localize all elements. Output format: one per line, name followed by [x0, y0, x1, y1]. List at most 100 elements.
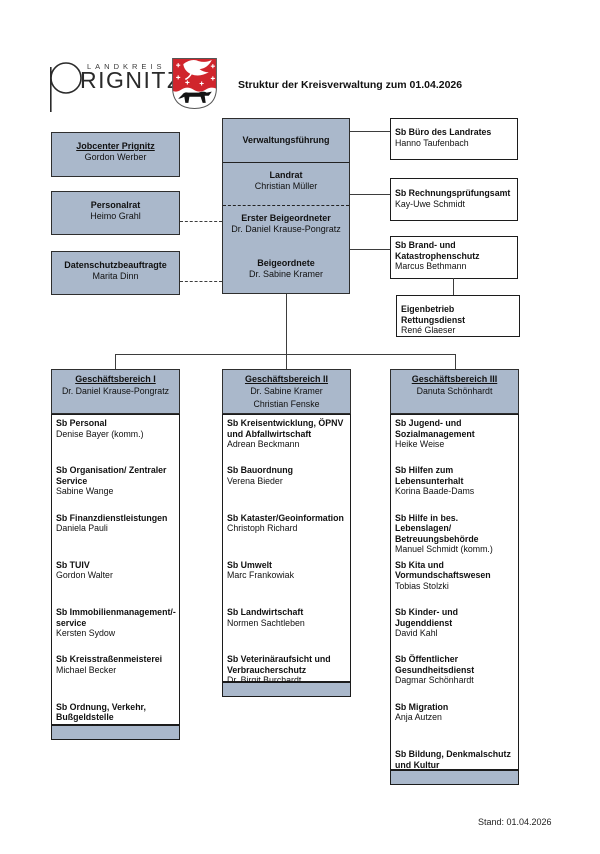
dept1-units-box: Sb Personal Denise Bayer (komm.) Sb Orga…	[51, 414, 180, 733]
verwaltungsfuehrung-label: Verwaltungsführung	[242, 135, 330, 145]
unit-jugend-sozialmanagement: Sb Jugend- und Sozialmanagement Heike We…	[395, 415, 516, 462]
unit-kataster: Sb Kataster/Geoinformation Christoph Ric…	[227, 510, 348, 557]
landrat-name: Christian Müller	[254, 181, 318, 191]
unit-name: Adrean Beckmann	[227, 439, 300, 449]
connector-center-down	[286, 294, 287, 369]
unit-title: Sb Finanzdienstleistungen	[56, 512, 168, 523]
unit-name: Dagmar Schönhardt	[395, 675, 474, 686]
unit-title: Sb Jugend- und Sozialmanagement	[395, 418, 475, 439]
dept3-title: Geschäftsbereich III	[411, 374, 498, 384]
logo-prignitz-text: RIGNITZ	[80, 67, 183, 93]
rettungsdienst-box: Eigenbetrieb Rettungsdienst René Glaeser	[396, 295, 520, 337]
unit-kreisentwicklung: Sb Kreisentwicklung, ÖPNV und Abfallwirt…	[227, 415, 348, 462]
unit-personal: Sb Personal Denise Bayer (komm.)	[56, 415, 177, 462]
unit-title: Sb Umwelt	[227, 559, 272, 570]
unit-title: Sb Migration	[395, 701, 449, 712]
unit-name: Marc Frankowiak	[227, 570, 294, 581]
unit-name: Manuel Schmidt (komm.)	[395, 544, 493, 555]
connector-columns-span	[115, 354, 456, 355]
connector-dashed-personalrat	[180, 221, 222, 222]
unit-finanzdienstleistungen: Sb Finanzdienstleistungen Daniela Pauli	[56, 510, 177, 557]
beigeordnete-section: Beigeordnete Dr. Sabine Kramer	[223, 249, 349, 292]
dept1-title: Geschäftsbereich I	[75, 374, 156, 384]
unit-hilfen-lebensunterhalt: Sb Hilfen zum Lebensunterhalt Korina Baa…	[395, 462, 516, 509]
personalrat-title: Personalrat	[90, 200, 141, 210]
unit-title: Sb Organisation/ Zentraler Service	[56, 465, 167, 486]
unit-title: Sb Kita und Vormundschaftswesen	[395, 559, 491, 581]
unit-immobilienmanagement: Sb Immobilienmanagement/-service Kersten…	[56, 604, 177, 651]
jobcenter-box: Jobcenter Prignitz Gordon Werber	[51, 132, 180, 177]
dept3-head1: Danuta Schönhardt	[416, 386, 493, 396]
logo-p-glyph	[50, 62, 82, 112]
coat-of-arms-icon	[172, 58, 217, 109]
dept2-header: Geschäftsbereich II Dr. Sabine Kramer Ch…	[222, 369, 351, 414]
unit-title: Sb Hilfen zum Lebensunterhalt	[395, 465, 464, 486]
connector-dashed-datenschutz	[180, 281, 222, 282]
unit-name: Michael Becker	[56, 664, 117, 675]
unit-title: Sb Bildung, Denkmalschutz und Kultur	[395, 749, 511, 770]
dept2-units-box: Sb Kreisentwicklung, ÖPNV und Abfallwirt…	[222, 414, 351, 685]
unit-bauordnung: Sb Bauordnung Verena Bieder	[227, 462, 348, 509]
katastrophenschutz-title: Sb Brand- und Katastrophenschutz	[395, 240, 480, 261]
unit-name: David Kahl	[395, 628, 438, 639]
unit-title: Sb Kinder- und Jugenddienst	[395, 607, 459, 628]
unit-title: Sb Immobilienmanagement/-service	[56, 607, 176, 628]
dept2-title: Geschäftsbereich II	[244, 374, 329, 384]
unit-name: Daniela Pauli	[56, 523, 108, 534]
connector-rettungsdienst	[453, 278, 454, 295]
buero-landrat-title: Sb Büro des Landrates	[395, 127, 492, 137]
beigeordnete-name: Dr. Sabine Kramer	[248, 269, 324, 279]
page-title: Struktur der Kreisverwaltung zum 01.04.2…	[238, 79, 463, 91]
unit-name: Denise Bayer (komm.)	[56, 428, 144, 439]
stand-date: Stand: 01.04.2026	[478, 817, 552, 827]
katastrophenschutz-box: Sb Brand- und Katastrophenschutz Marcus …	[390, 236, 518, 279]
unit-title: Sb Hilfe in bes. Lebenslagen/ Betreuungs…	[395, 512, 479, 544]
datenschutz-name: Marita Dinn	[92, 271, 139, 281]
buero-landrat-box: Sb Büro des Landrates Hanno Taufenbach	[390, 118, 518, 160]
unit-name: Sabine Wange	[56, 486, 114, 497]
unit-title: Sb Veterinäraufsicht und Verbraucherschu…	[227, 654, 331, 675]
dept3-footer-bar	[390, 770, 519, 785]
unit-umwelt: Sb Umwelt Marc Frankowiak	[227, 557, 348, 604]
rettungsdienst-title: Eigenbetrieb Rettungsdienst	[401, 304, 466, 325]
unit-title: Sb Kataster/Geoinformation	[227, 512, 344, 523]
unit-title: Sb TUIV	[56, 559, 90, 570]
unit-veterinaeraufsicht: Sb Veterinäraufsicht und Verbraucherschu…	[227, 651, 348, 698]
logo-landkreis-text: LANDKREIS	[87, 62, 166, 71]
unit-title: Sb Öffentlicher Gesundheitsdienst	[395, 654, 475, 675]
beigeordnete-title: Beigeordnete	[257, 258, 315, 268]
connector-buero-landrat	[350, 131, 390, 132]
leadership-box: Verwaltungsführung Landrat Christian Mül…	[222, 118, 350, 294]
unit-title: Sb Kreisentwicklung, ÖPNV und Abfallwirt…	[227, 418, 344, 439]
dept2-head1: Dr. Sabine Kramer	[250, 386, 323, 396]
rechnungspruefungsamt-box: Sb Rechnungsprüfungsamt Kay-Uwe Schmidt	[390, 178, 518, 221]
unit-kita-vormundschaft: Sb Kita und Vormundschaftswesen Tobias S…	[395, 557, 516, 604]
personalrat-box: Personalrat Heimo Grahl	[51, 191, 180, 235]
dept1-header: Geschäftsbereich I Dr. Daniel Krause-Pon…	[51, 369, 180, 414]
erster-beigeordneter-title: Erster Beigeordneter	[241, 213, 331, 223]
dept1-footer-bar	[51, 725, 180, 740]
unit-name: Heike Weise	[395, 439, 445, 449]
buero-landrat-name: Hanno Taufenbach	[395, 137, 469, 148]
unit-name: Anja Autzen	[395, 712, 442, 723]
connector-katastrophenschutz	[350, 249, 390, 250]
rettungsdienst-name: René Glaeser	[401, 325, 456, 335]
erster-beigeordneter-section: Erster Beigeordneter Dr. Daniel Krause-P…	[223, 206, 349, 249]
rechnungspruefungsamt-name: Kay-Uwe Schmidt	[395, 198, 465, 209]
dept3-units-box: Sb Jugend- und Sozialmanagement Heike We…	[390, 414, 519, 780]
connector-col3-stub	[455, 354, 456, 369]
unit-title: Sb Kreisstraßenmeisterei	[56, 654, 163, 665]
dept2-footer-bar	[222, 682, 351, 697]
connector-col1-stub	[115, 354, 116, 369]
datenschutz-title: Datenschutzbeauftragte	[64, 260, 167, 270]
unit-name: Normen Sachtleben	[227, 617, 305, 628]
dept1-head1: Dr. Daniel Krause-Pongratz	[61, 386, 170, 396]
landrat-title: Landrat	[269, 170, 303, 180]
unit-title: Sb Bauordnung	[227, 465, 293, 476]
unit-landwirtschaft: Sb Landwirtschaft Normen Sachtleben	[227, 604, 348, 651]
personalrat-name: Heimo Grahl	[90, 211, 141, 221]
unit-organisation: Sb Organisation/ Zentraler Service Sabin…	[56, 462, 177, 509]
landrat-section: Landrat Christian Müller	[223, 163, 349, 206]
unit-title: Sb Personal	[56, 418, 107, 428]
